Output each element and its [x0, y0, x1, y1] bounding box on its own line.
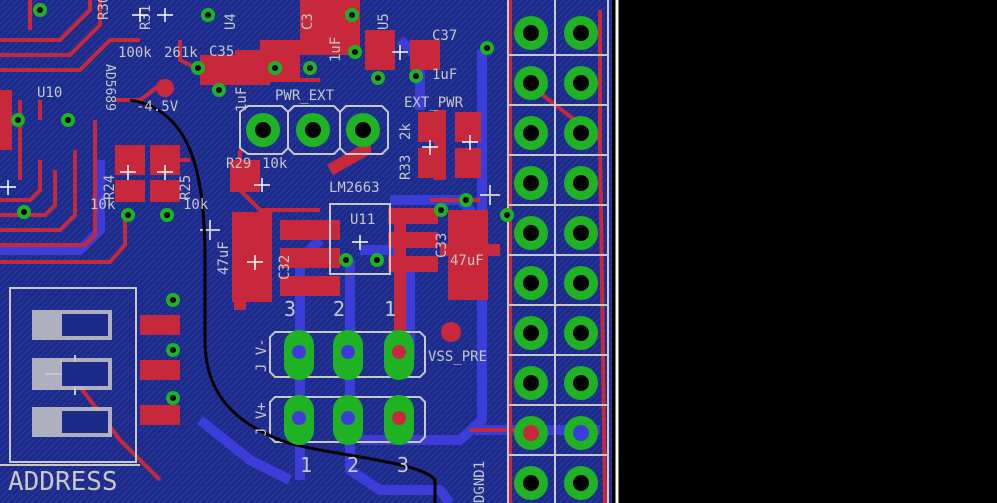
label-c32-value: 47uF — [216, 241, 232, 275]
label-c37: C37 — [432, 28, 457, 44]
label-c35: C35 — [209, 44, 234, 60]
label-ext-pwr: EXT_PWR — [404, 95, 464, 111]
label-c33: C33 — [434, 233, 450, 258]
label-u5: U5 — [376, 13, 392, 30]
label-r30: R30 — [96, 0, 112, 20]
jumper-pads — [284, 330, 414, 445]
label-r33: R33 — [398, 155, 414, 180]
label-pin-bottom-1: 1 — [300, 453, 312, 477]
label-r33-value: 2k — [398, 123, 414, 140]
label-c32: C32 — [277, 255, 293, 280]
label-c34-value: 1uF — [328, 37, 344, 62]
label-r24-value: 10k — [90, 197, 116, 213]
label-c35-value: 1uF — [234, 87, 250, 112]
label-pin-top-1: 1 — [384, 297, 396, 321]
label-c37-value: 1uF — [432, 67, 457, 83]
vias — [11, 3, 514, 405]
silkscreen-labels: R30 R31 U4 C3 U5 100k 261k C35 1uF 1uF C… — [8, 0, 488, 503]
label-neg45v: -4.5V — [136, 99, 179, 115]
top-copper-pads — [0, 0, 488, 425]
label-pin-top-2: 2 — [333, 297, 345, 321]
label-c3x: C3 — [300, 13, 316, 30]
label-u10: U10 — [37, 85, 62, 101]
label-u11: U11 — [350, 212, 375, 228]
label-r24: R24 — [102, 175, 118, 200]
label-jv-minus: J_V- — [254, 338, 270, 372]
label-pin-top-3: 3 — [284, 297, 296, 321]
label-pin-bottom-2: 2 — [347, 453, 359, 477]
label-r25-value: 10k — [183, 197, 209, 213]
label-lm2663: LM2663 — [329, 180, 380, 196]
label-u4: U4 — [223, 13, 239, 30]
label-pwr-ext: PWR_EXT — [275, 88, 335, 104]
right-header-pads — [514, 16, 598, 500]
label-100k: 100k — [118, 45, 152, 61]
label-jv-plus: J_V+ — [254, 402, 270, 436]
label-r29: R29 — [226, 156, 251, 172]
board-cutout-curve — [129, 98, 437, 503]
origin-markers — [0, 8, 478, 270]
pwr-ext-pads — [246, 113, 380, 147]
label-vss-pre: VSS_PRE — [428, 349, 487, 365]
label-address: ADDRESS — [8, 467, 118, 497]
label-261k: 261k — [164, 45, 198, 61]
label-r29-value: 10k — [262, 156, 288, 172]
label-c33-value: 47uF — [450, 253, 484, 269]
label-ad5689: AD5689 — [102, 64, 117, 111]
label-pin-bottom-3: 3 — [397, 453, 409, 477]
silkscreen-outlines — [0, 0, 609, 503]
label-dgnd1: DGND1 — [472, 461, 488, 503]
label-r25: R25 — [178, 175, 194, 200]
label-r31: R31 — [138, 5, 154, 30]
